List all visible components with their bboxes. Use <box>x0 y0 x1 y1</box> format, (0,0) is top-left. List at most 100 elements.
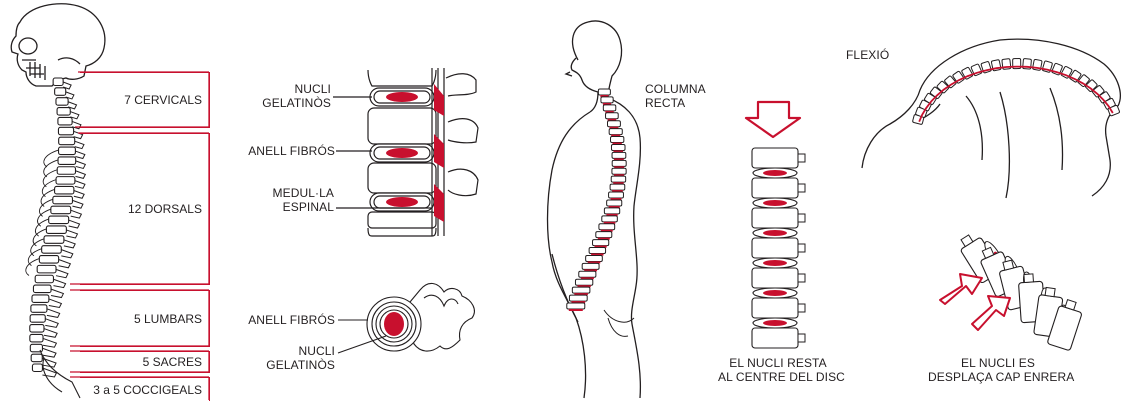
vertebra <box>49 216 69 224</box>
vertebral-body <box>752 328 798 348</box>
vertebra <box>56 98 68 106</box>
spinous-process <box>51 289 63 297</box>
vertebra <box>51 206 71 214</box>
side-spinal-cord-label-line2: ESPINAL <box>246 200 334 214</box>
vertebra <box>58 117 72 125</box>
disc-side-section <box>333 68 478 236</box>
rib <box>42 180 56 197</box>
spinous-process <box>64 240 75 248</box>
region-lumbar: 5 LUMBARS <box>80 290 210 347</box>
nucleus <box>763 320 787 326</box>
spinous-process <box>49 299 62 308</box>
flexion-caption-line1: EL NUCLI ES <box>928 356 1068 370</box>
vertebra <box>59 137 75 145</box>
side-disc <box>370 88 434 106</box>
top-nucleus-label: NUCLI GELATINÒS <box>246 344 335 372</box>
side-nucleus-label-line1: NUCLI <box>246 82 331 96</box>
process <box>798 154 805 162</box>
vertebra <box>598 89 610 95</box>
straight-column-label-line2: RECTA <box>645 96 706 110</box>
vertebra <box>58 127 73 135</box>
vertebra <box>55 88 66 96</box>
spinous-process <box>61 250 73 258</box>
vertebra <box>55 186 74 194</box>
vertebra <box>586 255 603 261</box>
vertebra <box>610 184 625 190</box>
vertebra <box>569 295 587 301</box>
flexion-caption: EL NUCLI ES DESPLAÇA CAP ENRERA <box>928 356 1068 384</box>
vertebra <box>39 256 58 264</box>
vertebra <box>32 364 42 372</box>
vertebra <box>582 263 599 269</box>
nucleus <box>763 260 787 266</box>
vertebra <box>611 137 624 143</box>
nucleus <box>763 170 787 176</box>
process <box>1024 274 1034 283</box>
upright-disc-stack <box>752 148 805 348</box>
vertebra <box>30 325 44 333</box>
side-spinal-cord-label-line1: MEDUL·LA <box>246 186 334 200</box>
disc-top-view <box>338 283 474 353</box>
process <box>798 274 805 282</box>
up-arrow-icon <box>940 274 982 304</box>
process <box>1045 287 1055 296</box>
vertebral-body <box>752 298 798 318</box>
vertebra <box>609 129 622 135</box>
top-nucleus-label-line2: GELATINÒS <box>246 358 335 372</box>
vertebra <box>31 305 47 313</box>
spinous-process <box>42 348 56 357</box>
side-nucleus-label: NUCLI GELATINÒS <box>246 82 331 110</box>
spinous-process <box>59 260 71 268</box>
vertebral-body <box>752 178 798 198</box>
upright-body-silhouette <box>548 21 641 398</box>
vertebra <box>612 160 626 166</box>
down-arrow-icon <box>746 102 800 137</box>
top-annulus-label: ANELL FIBRÓS <box>230 313 335 327</box>
spinous-process <box>53 279 65 287</box>
top-nucleus-label-line1: NUCLI <box>246 344 335 358</box>
region-sacral-label: 5 SACRES <box>143 355 202 369</box>
vertebra <box>599 224 615 230</box>
process <box>798 244 805 252</box>
nucleus <box>763 290 787 296</box>
flexion-label: FLEXIÓ <box>846 48 889 62</box>
vertebra <box>593 240 609 246</box>
vertebra <box>35 275 53 283</box>
spinous-process <box>66 230 77 238</box>
vertebra <box>603 105 615 111</box>
vertebra <box>612 152 626 158</box>
upright-caption-line1: EL NUCLI RESTA <box>718 356 838 370</box>
process <box>798 334 805 342</box>
vertebra <box>44 236 64 244</box>
flexion-caption-line2: DESPLAÇA CAP ENRERA <box>928 370 1068 384</box>
flexed-spine <box>912 59 1119 125</box>
vertebra <box>604 208 619 214</box>
region-dorsal: 12 DORSALS <box>80 133 210 285</box>
disc <box>569 309 583 311</box>
vertebra <box>612 168 626 174</box>
vertebra <box>607 200 622 206</box>
spinous-process <box>44 329 57 338</box>
vertebra <box>572 287 590 293</box>
sacrum <box>604 310 634 336</box>
vertebra <box>575 279 592 285</box>
vertebra <box>611 176 625 182</box>
vertebra <box>30 315 45 323</box>
straight-column-label: COLUMNA RECTA <box>645 82 706 110</box>
vertebra <box>30 334 43 342</box>
vertebra <box>46 226 66 234</box>
region-lumbar-label: 5 LUMBARS <box>134 312 202 326</box>
vertebra <box>37 265 56 273</box>
upright-caption-line2: AL CENTRE DEL DISC <box>718 370 838 384</box>
upright-caption: EL NUCLI RESTA AL CENTRE DEL DISC <box>718 356 838 384</box>
vertebra <box>57 108 70 116</box>
spinous-process <box>45 319 58 328</box>
nucleus <box>763 230 787 236</box>
up-arrow-icon <box>972 296 1010 330</box>
rib <box>43 170 57 187</box>
vertebral-body <box>752 238 798 258</box>
spinous-process <box>56 269 68 277</box>
rib <box>44 150 59 167</box>
region-cervical: 7 CERVICALS <box>80 72 210 128</box>
vertebra <box>567 303 585 309</box>
